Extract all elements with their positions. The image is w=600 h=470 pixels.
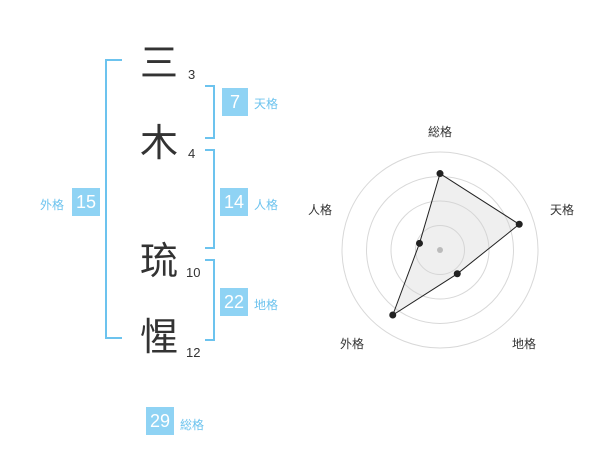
radar-label-soukaku: 総格 xyxy=(428,125,453,139)
name-char-1: 三 xyxy=(140,41,179,85)
name-char-2: 木 xyxy=(140,121,179,165)
tenkaku-badge: 7 xyxy=(222,88,248,116)
gaikaku-badge: 15 xyxy=(72,188,100,216)
radar-center xyxy=(437,247,443,253)
stroke-count-3: 10 xyxy=(186,265,201,280)
radar-point-chikaku xyxy=(453,270,461,278)
radar-label-tenkaku: 天格 xyxy=(550,203,575,217)
name-char-4: 惺 xyxy=(140,315,179,359)
stroke-count-4: 12 xyxy=(186,345,201,360)
radar-label-gaikaku: 外格 xyxy=(340,337,365,351)
jinkaku-label: 人格 xyxy=(254,198,279,212)
radar-point-tenkaku xyxy=(515,220,523,228)
radar-ring xyxy=(415,225,465,275)
radar-point-jinkaku xyxy=(415,239,423,247)
tenkaku-label: 天格 xyxy=(254,97,279,111)
jinkaku-badge: 14 xyxy=(220,188,248,216)
gaikaku-label: 外格 xyxy=(40,198,65,212)
radar-point-gaikaku xyxy=(389,311,397,319)
radar-ring xyxy=(390,200,490,300)
radar-ring xyxy=(341,151,539,349)
stroke-count-1: 3 xyxy=(188,67,196,82)
soukaku-badge: 29 xyxy=(146,407,174,435)
radar-label-jinkaku: 人格 xyxy=(308,203,333,217)
chikaku-label: 地格 xyxy=(254,298,279,312)
name-char-3: 琉 xyxy=(140,239,179,283)
soukaku-label: 総格 xyxy=(180,418,205,432)
radar-polygon xyxy=(391,172,521,317)
chikaku-badge: 22 xyxy=(220,288,248,316)
radar-label-chikaku: 地格 xyxy=(512,337,537,351)
radar-point-soukaku xyxy=(436,170,444,178)
stroke-count-2: 4 xyxy=(188,146,196,161)
